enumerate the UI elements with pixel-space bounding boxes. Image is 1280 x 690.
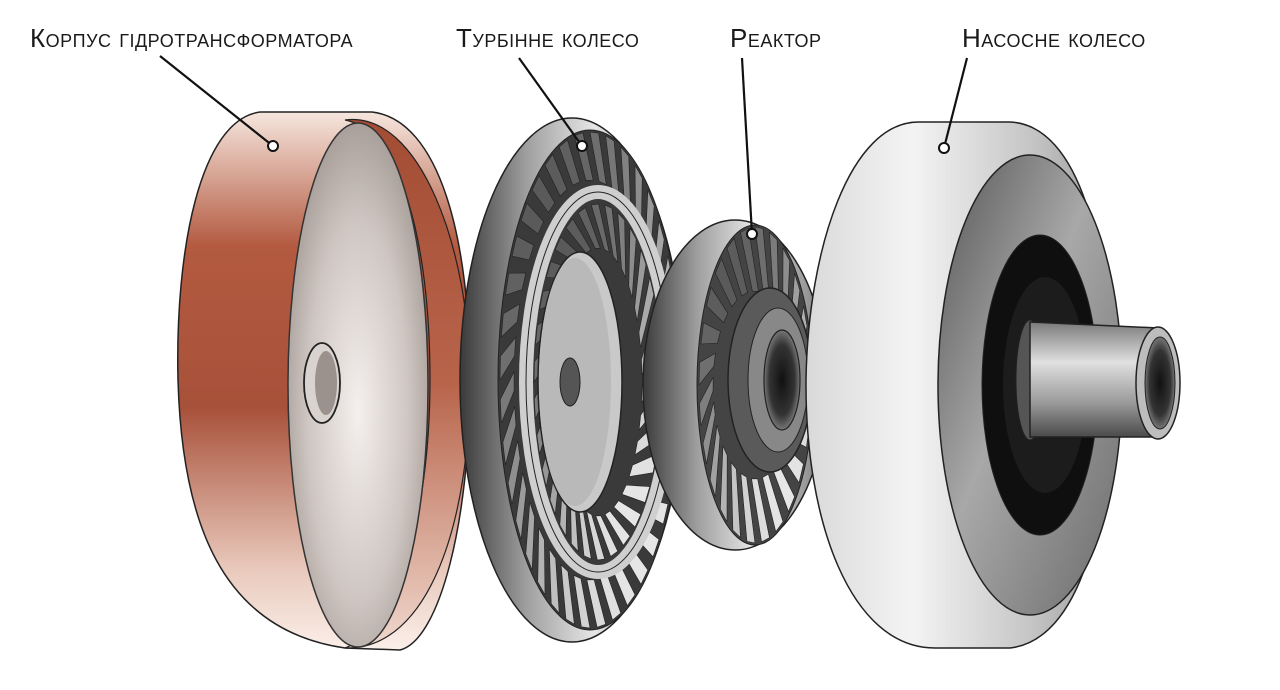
blade <box>560 564 575 625</box>
reactor-bore <box>763 329 801 431</box>
blade <box>501 303 521 338</box>
blade <box>573 574 591 629</box>
blade <box>617 211 626 278</box>
blade <box>604 204 619 264</box>
leader-housing <box>159 55 274 147</box>
blade <box>730 461 741 539</box>
housing-rim <box>344 119 471 649</box>
blade <box>590 203 610 254</box>
reactor-part <box>642 219 828 551</box>
blade <box>699 377 714 426</box>
blade <box>505 272 527 296</box>
blade <box>577 207 601 249</box>
blade <box>537 527 546 595</box>
blade <box>709 425 721 497</box>
blade <box>698 352 716 386</box>
housing-face <box>287 122 429 648</box>
label-housing: Корпус гідротрансформатора <box>30 23 354 53</box>
blade <box>511 235 535 261</box>
blade <box>720 445 728 522</box>
blade <box>558 139 581 186</box>
blade <box>499 371 515 424</box>
blade <box>595 515 619 557</box>
blade <box>502 406 517 465</box>
blade <box>740 472 756 544</box>
blade <box>525 502 535 571</box>
blade <box>499 336 517 382</box>
blade <box>544 153 568 197</box>
blade <box>565 218 592 254</box>
blade <box>638 277 655 348</box>
leader-pump <box>942 57 969 149</box>
leader-pump-dot <box>938 142 950 154</box>
housing-part <box>177 111 471 651</box>
blade <box>751 478 770 543</box>
pump-part <box>805 121 1181 649</box>
leader-turbine-dot <box>576 140 588 152</box>
blade <box>589 131 607 186</box>
blade <box>628 226 637 298</box>
blade <box>700 322 721 345</box>
blade <box>531 174 556 214</box>
turbine-hub-hole <box>559 357 581 407</box>
leader-lines <box>159 55 969 240</box>
leader-reactor <box>740 57 754 235</box>
blade <box>520 202 544 235</box>
label-pump: Насосне колесо <box>962 23 1146 53</box>
blade <box>515 472 527 540</box>
blade <box>634 249 647 322</box>
blade <box>507 440 521 505</box>
leader-housing-dot <box>267 140 279 152</box>
leader-turbine <box>518 57 583 147</box>
label-turbine: Турбінне колесо <box>456 23 640 53</box>
blade <box>726 237 748 297</box>
blade <box>586 510 606 561</box>
blade <box>604 510 631 546</box>
blade <box>613 500 642 528</box>
blade <box>706 286 729 324</box>
blade <box>762 473 784 533</box>
blade <box>702 401 716 465</box>
leader-reactor-dot <box>746 228 758 240</box>
blade <box>715 257 738 308</box>
label-reactor: Реактор <box>730 23 822 53</box>
blade <box>621 484 651 503</box>
blade <box>586 579 606 628</box>
blade <box>548 547 560 614</box>
